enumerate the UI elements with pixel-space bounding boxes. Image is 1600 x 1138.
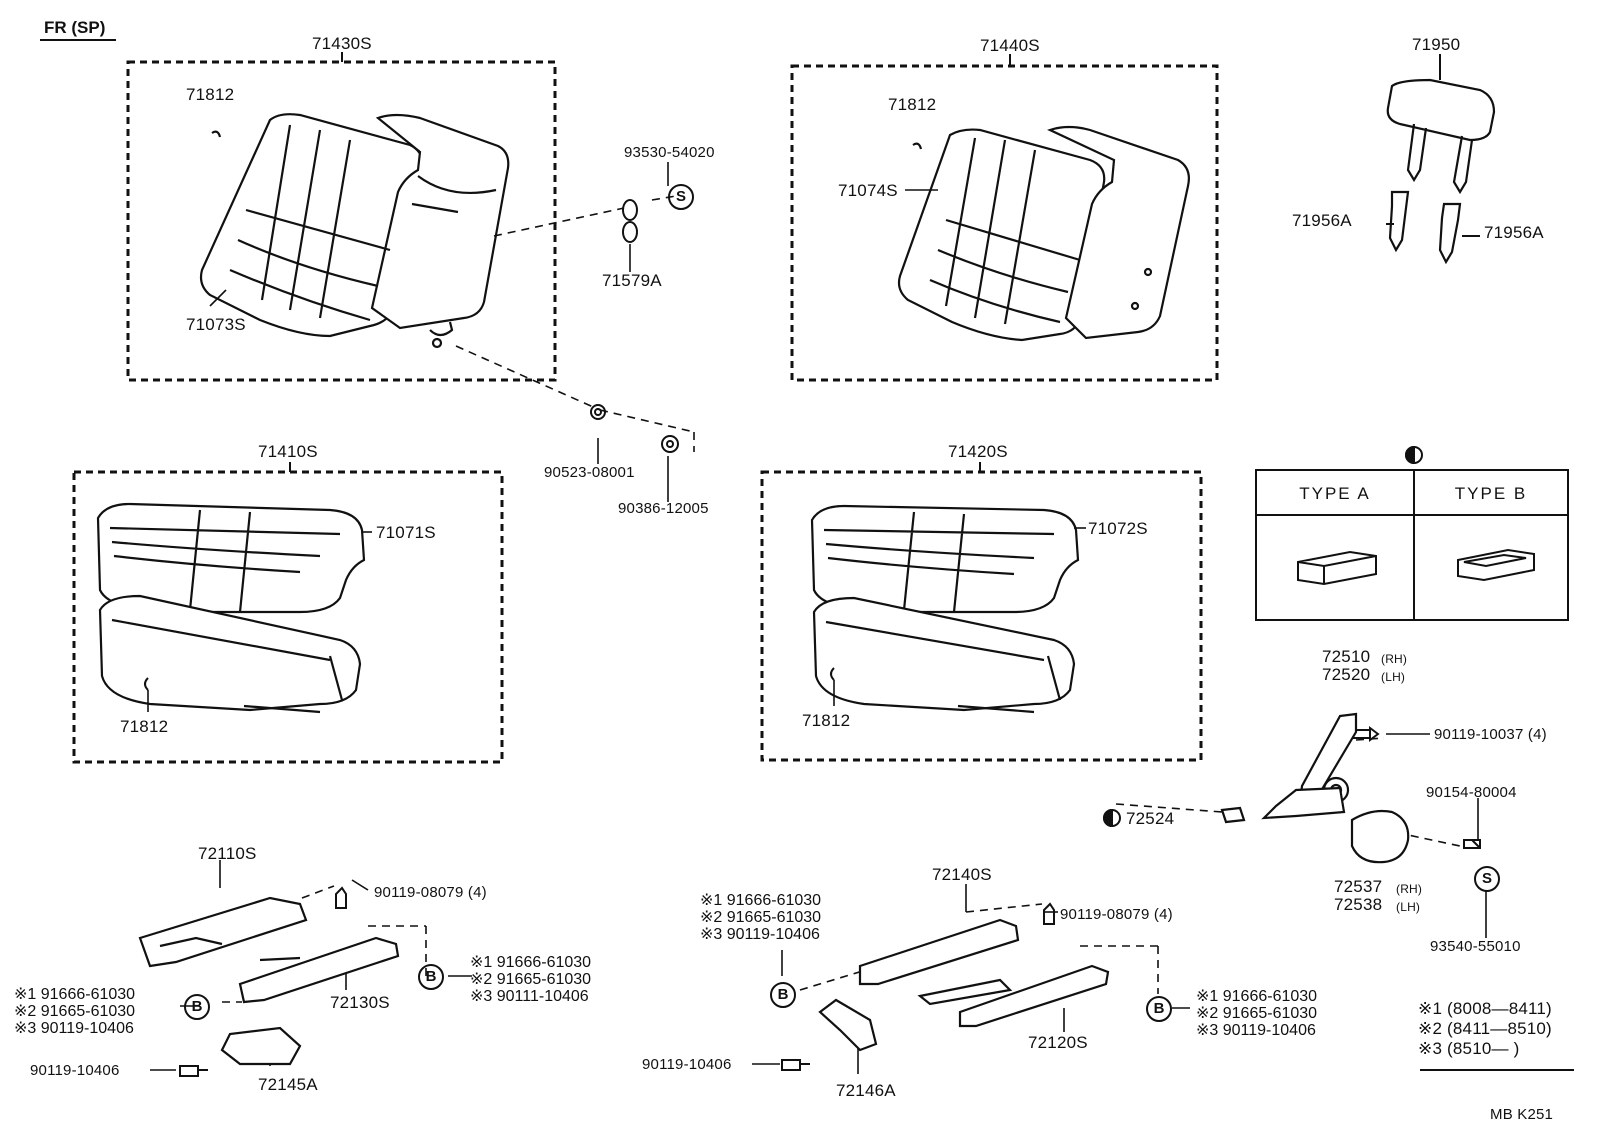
label-71812-c: 71812 [120,717,169,736]
ref-right-3: ※3 90119-10406 [1196,1022,1316,1039]
label-71812-a: 71812 [186,85,235,104]
label-72145A: 72145A [258,1075,318,1094]
b-symbol-2: B [184,994,210,1020]
seat-track-left [138,896,400,1066]
label-72537: 72537 [1334,877,1383,896]
label-72130S: 72130S [330,993,390,1012]
label-71071S: 71071S [376,523,436,542]
label-72538-lh: (LH) [1396,900,1421,914]
label-90386-12005: 90386-12005 [618,500,709,517]
recliner [1220,712,1410,864]
box-71440S [790,64,1219,382]
legend-1: ※1 (8008—8411) [1418,999,1552,1018]
headrest [1386,78,1496,265]
type-a-header: TYPE A [1299,484,1371,503]
b-symbol-1: B [418,964,444,990]
seatback-left [199,113,510,349]
label-72524: 72524 [1126,809,1175,828]
ref-mid-right-3: ※3 90111-10406 [470,988,589,1005]
label-71074S: 71074S [838,181,898,200]
label-93530-54020: 93530-54020 [624,144,715,161]
clips [144,667,835,691]
type-table [1255,469,1569,621]
type-a-pad [1297,550,1377,586]
label-90119-08079-b: 90119-08079 (4) [1060,906,1173,923]
s-symbol-2: S [1474,866,1500,892]
ref-left-3: ※3 90119-10406 [14,1020,134,1037]
seat-track-right [818,918,1110,1052]
diagram-code: MB K251 [1490,1106,1554,1123]
label-72110S: 72110S [198,844,257,863]
label-90119-10037: 90119-10037 (4) [1434,726,1547,743]
label-72510-rh: (RH) [1381,652,1408,666]
label-71812-d: 71812 [802,711,851,730]
label-71950: 71950 [1412,35,1461,54]
group-boxes [72,60,1219,764]
label-71579A: 71579A [602,271,662,290]
type-b-header: TYPE B [1454,484,1528,503]
label-72537-rh: (RH) [1396,882,1423,896]
label-90119-08079-a: 90119-08079 (4) [374,884,487,901]
label-90154-80004: 90154-80004 [1426,784,1517,801]
legend-3: ※3 (8510— ) [1418,1039,1520,1058]
legend-2: ※2 (8411—8510) [1418,1019,1552,1038]
s-symbol-1: S [668,184,694,210]
box-71410S [72,470,504,764]
page-header-label: FR (SP) [44,18,106,37]
label-71812-b: 71812 [888,95,937,114]
fasteners [179,199,1481,1077]
ref-mid-right-2: ※2 91665-61030 [470,971,592,988]
label-72140S: 72140S [932,865,992,884]
label-71073S: 71073S [186,315,246,334]
label-72510: 72510 [1322,647,1371,666]
ref-center-left-2: ※2 91665-61030 [700,909,822,926]
label-71430S: 71430S [312,34,372,53]
box-71420S [760,470,1203,762]
ref-center-left-1: ※1 91666-61030 [700,892,822,909]
seatback-right [897,125,1190,342]
label-72538: 72538 [1334,895,1383,914]
label-71440S: 71440S [980,36,1040,55]
type-b-pad [1457,548,1535,582]
label-71956A-b: 71956A [1484,223,1544,242]
seat-cushion-left [96,502,366,714]
ref-left-2: ※2 91665-61030 [14,1003,136,1020]
b-symbol-4: B [1146,996,1172,1022]
label-90523-08001: 90523-08001 [544,464,635,481]
label-90119-10406-b: 90119-10406 [642,1056,732,1073]
label-71956A-a: 71956A [1292,211,1352,230]
label-71420S: 71420S [948,442,1008,461]
label-72146A: 72146A [836,1081,896,1100]
ref-left-1: ※1 91666-61030 [14,986,136,1003]
ref-center-left-3: ※3 90119-10406 [700,926,820,943]
ref-right-1: ※1 91666-61030 [1196,988,1318,1005]
ref-mid-right-1: ※1 91666-61030 [470,954,592,971]
label-90119-10406-a: 90119-10406 [30,1062,120,1079]
b-symbol-3: B [770,982,796,1008]
label-93540-55010: 93540-55010 [1430,938,1521,955]
label-71410S: 71410S [258,442,318,461]
label-72520: 72520 [1322,665,1371,684]
half-circle-symbols [1103,445,1423,828]
seat-cushion-right [810,504,1080,714]
label-71072S: 71072S [1088,519,1148,538]
ref-right-2: ※2 91665-61030 [1196,1005,1318,1022]
label-72120S: 72120S [1028,1033,1088,1052]
label-72520-lh: (LH) [1381,670,1406,684]
